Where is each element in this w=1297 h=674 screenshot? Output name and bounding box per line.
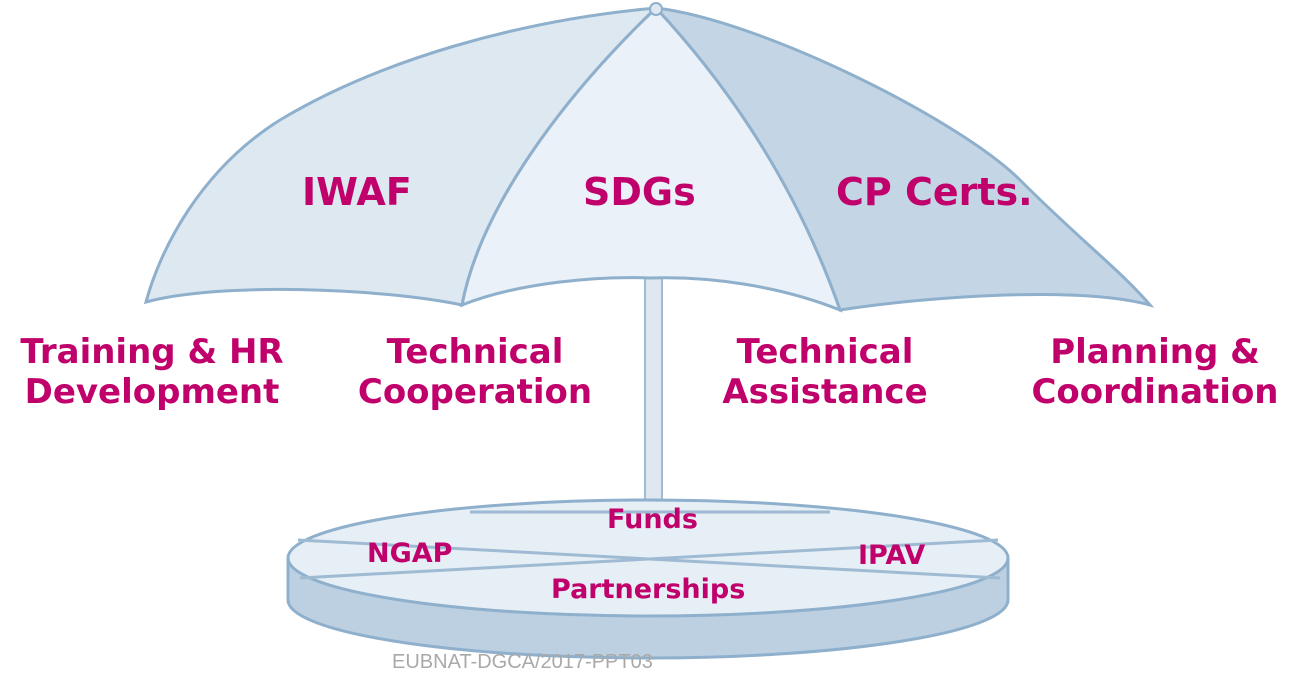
canopy-right-label: CP Certs. [836,170,1033,214]
pillar-cooperation-line1: Technical [386,332,564,372]
base-segment-dividers [297,510,1001,580]
pillar-training-line2: Development [24,372,280,413]
pillar-training-line1: Training & HR [20,332,284,372]
umbrella-tip [649,2,663,16]
base-funds-label: Funds [607,504,698,535]
pillar-cooperation-line2: Cooperation [357,372,593,413]
pillar-training-label: Training & HR Development [12,332,292,412]
pillar-assistance-label: Technical Assistance [705,332,945,412]
base-ngap-label: NGAP [367,538,453,569]
canopy-left-label: IWAF [302,170,412,214]
document-reference: EUBNAT-DGCA/2017-PPT03 [392,651,653,673]
pillar-assistance-line1: Technical [736,332,914,372]
canopy-center-label: SDGs [583,170,696,214]
pillar-assistance-line2: Assistance [722,372,928,413]
pillar-planning-line2: Coordination [1031,372,1279,413]
base-ipav-label: IPAV [858,540,926,571]
pillar-cooperation-label: Technical Cooperation [345,332,605,412]
base-partnerships-label: Partnerships [551,574,746,605]
pillar-planning-label: Planning & Coordination [1020,332,1290,412]
canopy-center-panel [460,5,843,313]
pillar-planning-line1: Planning & [1050,332,1260,372]
